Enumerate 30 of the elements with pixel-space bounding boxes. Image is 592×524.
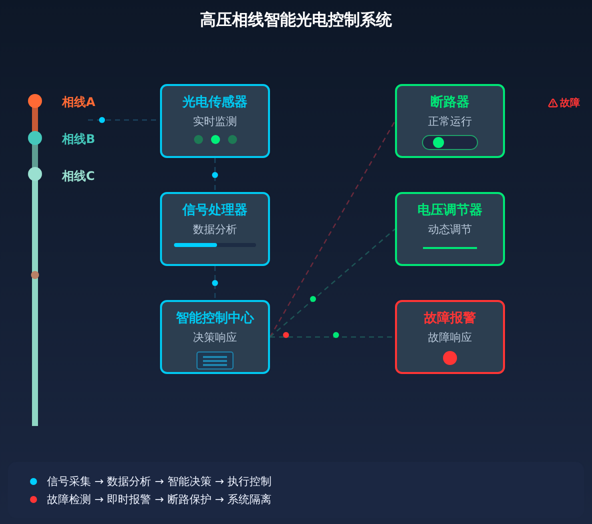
phase-label: 相线B — [62, 131, 96, 148]
dashed-connector — [214, 266, 216, 300]
component-box — [395, 192, 505, 266]
phase-label: 相线A — [62, 94, 96, 111]
component-status: 决策响应 — [193, 330, 237, 346]
dashed-connector — [270, 228, 396, 338]
component-title: 故障报警 — [424, 310, 476, 328]
component-status: 动态调节 — [428, 222, 472, 238]
component-status: 数据分析 — [193, 222, 237, 238]
component-status: 故障响应 — [428, 330, 472, 346]
component-box — [160, 192, 270, 266]
component-title: 光电传感器 — [182, 94, 248, 112]
dashed-connector — [270, 336, 395, 338]
component-box — [395, 300, 505, 374]
dashed-connector — [269, 120, 396, 338]
component-box — [395, 84, 505, 158]
diagram-title: 高压相线智能光电控制系统 — [199, 10, 393, 31]
legend-text: 故障检测 → 即时报警 → 断路保护 → 系统隔离 — [47, 492, 272, 506]
component-title: 断路器 — [430, 94, 470, 112]
component-title: 智能控制中心 — [176, 310, 254, 328]
dashed-connector — [214, 158, 216, 192]
legend-text: 信号采集 → 数据分析 → 智能决策 → 执行控制 — [47, 474, 272, 488]
component-title: 电压调节器 — [418, 202, 482, 220]
component-box — [160, 300, 270, 374]
component-status: 正常运行 — [428, 114, 472, 130]
component-status: 实时监测 — [193, 114, 237, 130]
phase-label: 相线C — [62, 168, 95, 185]
component-title: 信号处理器 — [182, 202, 248, 220]
fault-status-label: 故障 — [560, 96, 580, 110]
component-box — [160, 84, 270, 158]
